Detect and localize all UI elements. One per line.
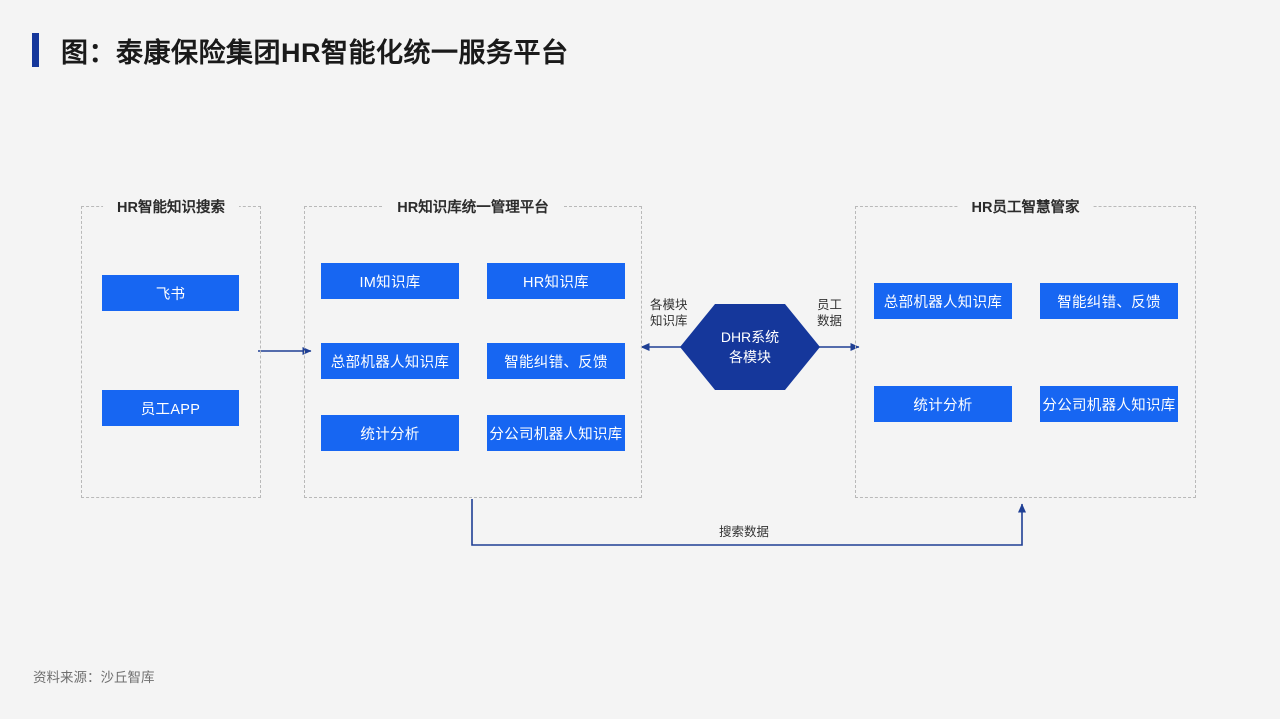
panel-middle-title: HR知识库统一管理平台 <box>383 196 563 217</box>
panel-hr-knowledge-management: HR知识库统一管理平台 <box>304 196 642 498</box>
box-right-branch-robot-knowledge-base[interactable]: 分公司机器人知识库 <box>1040 386 1178 422</box>
box-right-statistics-analysis[interactable]: 统计分析 <box>874 386 1012 422</box>
edge-label-modules-kb-line2: 知识库 <box>650 314 688 328</box>
box-middle-statistics-analysis[interactable]: 统计分析 <box>321 415 459 451</box>
page-title-text: 图：泰康保险集团HR智能化统一服务平台 <box>61 37 569 68</box>
box-middle-hr-knowledge-base[interactable]: HR知识库 <box>487 263 625 299</box>
hexagon-shape <box>680 304 820 390</box>
edge-label-modules-kb-line1: 各模块 <box>650 298 688 312</box>
edge-label-employee-data: 员工 数据 <box>817 297 842 329</box>
panel-right-title: HR员工智慧管家 <box>957 196 1094 217</box>
edge-label-employee-data-line2: 数据 <box>817 314 843 328</box>
box-right-smart-correction[interactable]: 智能纠错、反馈 <box>1040 283 1178 319</box>
box-feishu[interactable]: 飞书 <box>102 275 239 311</box>
page-title: 图：泰康保险集团HR智能化统一服务平台 <box>32 28 569 72</box>
box-middle-im-knowledge-base[interactable]: IM知识库 <box>321 263 459 299</box>
box-middle-smart-correction[interactable]: 智能纠错、反馈 <box>487 343 625 379</box>
box-middle-hq-robot-knowledge-base[interactable]: 总部机器人知识库 <box>321 343 459 379</box>
hexagon-dhr-system[interactable]: DHR系统 各模块 <box>680 304 820 390</box>
box-middle-branch-robot-knowledge-base[interactable]: 分公司机器人知识库 <box>487 415 625 451</box>
edge-label-modules-knowledge-base: 各模块 知识库 <box>650 297 688 329</box>
panel-hr-employee-smart-assistant: HR员工智慧管家 <box>855 196 1196 498</box>
box-right-hq-robot-knowledge-base[interactable]: 总部机器人知识库 <box>874 283 1012 319</box>
source-note: 资料来源：沙丘智库 <box>33 670 155 685</box>
title-accent-bar <box>32 33 39 67</box>
edge-label-search-data: 搜索数据 <box>719 525 770 539</box>
box-employee-app[interactable]: 员工APP <box>102 390 239 426</box>
panel-hr-smart-search: HR智能知识搜索 <box>81 196 261 498</box>
edge-label-employee-data-line1: 员工 <box>817 298 843 312</box>
panel-left-title: HR智能知识搜索 <box>103 196 239 217</box>
